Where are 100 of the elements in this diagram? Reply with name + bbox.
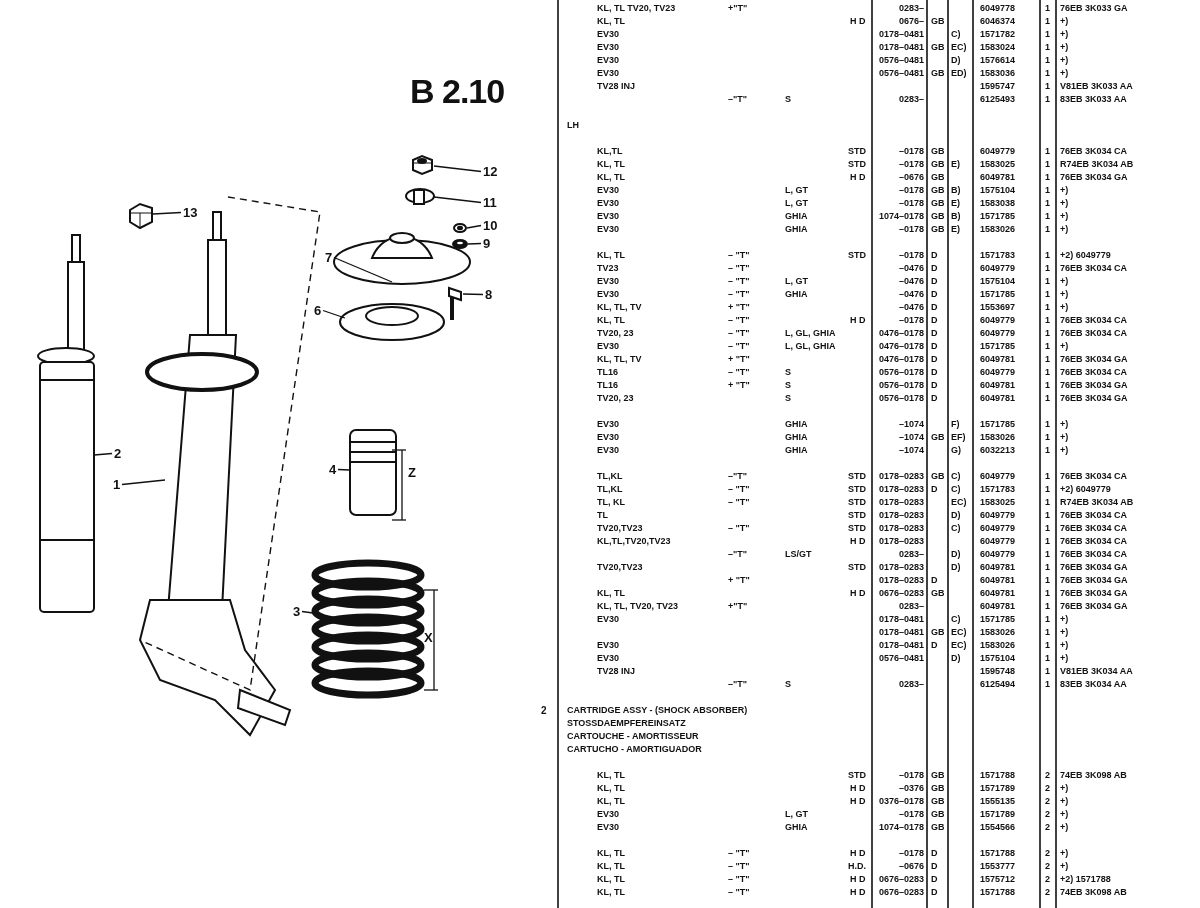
date-range: –0178 — [899, 159, 925, 170]
model-code: EV30 — [597, 614, 620, 625]
quantity: 2 — [1045, 874, 1050, 885]
leader-line — [301, 610, 314, 614]
part-number: 6049778 — [980, 3, 1016, 14]
part-number: 1554566 — [980, 822, 1016, 833]
remark: +) — [1060, 445, 1069, 456]
leader-line — [337, 468, 351, 471]
callout-number: 7 — [324, 250, 334, 265]
note-code: D) — [951, 653, 961, 664]
date-range: –0178 — [899, 146, 925, 157]
date-range: 0178–0283 — [879, 523, 925, 534]
model-code: EV30 — [597, 224, 620, 235]
remark: +) — [1060, 627, 1069, 638]
model-code: TV28 INJ — [597, 666, 636, 677]
part-number: 6049781 — [980, 588, 1016, 599]
market-code: D — [931, 302, 938, 313]
quantity: 1 — [1045, 263, 1050, 274]
remark: +) — [1060, 68, 1069, 79]
part-number: 6049779 — [980, 471, 1016, 482]
trim-level: L, GT — [785, 198, 808, 209]
model-code: EV30 — [597, 341, 620, 352]
market-code: GB — [931, 42, 945, 53]
trim-level: L, GL, GHIA — [785, 328, 836, 339]
remark: +) — [1060, 185, 1069, 196]
page-code-heading: B 2.10 — [410, 72, 505, 111]
suspension-type: STD — [848, 770, 866, 781]
part-number: 1583025 — [980, 497, 1016, 508]
note-code: EF) — [951, 432, 966, 443]
date-range: 0178–0481 — [879, 29, 925, 40]
note-code: EC) — [951, 497, 967, 508]
suspension-type: STD — [848, 471, 866, 482]
suspension-type: H D — [850, 172, 866, 183]
model-code: KL, TL — [597, 887, 625, 898]
model-code: KL, TL — [597, 848, 625, 859]
suspension-type: H D — [850, 887, 866, 898]
part-number: 6049779 — [980, 523, 1016, 534]
part-description: STOSSDAEMPFEREINSATZ — [567, 718, 686, 729]
part-number: 1595747 — [980, 81, 1016, 92]
part-number: 1571785 — [980, 289, 1016, 300]
trim-level: GHIA — [785, 432, 808, 443]
option-marker: + "T" — [728, 354, 750, 365]
date-range: 0676–0283 — [879, 588, 925, 599]
part-number: 1571788 — [980, 887, 1016, 898]
trim-level: S — [785, 94, 791, 105]
quantity: 1 — [1045, 419, 1050, 430]
trim-level: S — [785, 367, 791, 378]
market-code: D — [931, 367, 938, 378]
part-description: LH — [567, 120, 579, 131]
quantity: 1 — [1045, 198, 1050, 209]
option-marker: – "T" — [728, 315, 750, 326]
quantity: 1 — [1045, 575, 1050, 586]
note-code: B) — [951, 185, 961, 196]
quantity: 1 — [1045, 341, 1050, 352]
date-range: –0178 — [899, 198, 925, 209]
quantity: 1 — [1045, 484, 1050, 495]
coil-spring-drawing — [311, 559, 425, 699]
model-code: TV20, 23 — [597, 328, 634, 339]
remark: R74EB 3K034 AB — [1060, 497, 1134, 508]
market-code: D — [931, 640, 938, 651]
part-description: CARTOUCHE - AMORTISSEUR — [567, 731, 699, 742]
leader-line — [433, 196, 482, 204]
model-code: KL, TL — [597, 250, 625, 261]
date-range: 0576–0178 — [879, 380, 925, 391]
model-code: KL, TL — [597, 172, 625, 183]
model-code: KL, TL — [597, 16, 625, 27]
option-marker: –"T" — [728, 549, 748, 560]
quantity: 1 — [1045, 94, 1050, 105]
remark: +2) 1571788 — [1060, 874, 1111, 885]
note-code: EC) — [951, 627, 967, 638]
quantity: 2 — [1045, 848, 1050, 859]
quantity: 1 — [1045, 679, 1050, 690]
quantity: 1 — [1045, 3, 1050, 14]
option-marker: + "T" — [728, 575, 750, 586]
item-number: 2 — [541, 705, 547, 716]
part-number: 1571782 — [980, 29, 1016, 40]
model-code: KL, TL — [597, 861, 625, 872]
date-range: –0676 — [899, 861, 925, 872]
model-code: KL, TL — [597, 783, 625, 794]
quantity: 1 — [1045, 16, 1050, 27]
suspension-type: H D — [850, 536, 866, 547]
date-range: –0476 — [899, 289, 925, 300]
date-range: 0576–0178 — [879, 367, 925, 378]
model-code: KL, TL — [597, 796, 625, 807]
quantity: 1 — [1045, 42, 1050, 53]
remark: +2) 6049779 — [1060, 484, 1111, 495]
model-code: TV20, 23 — [597, 393, 634, 404]
quantity: 1 — [1045, 68, 1050, 79]
date-range: –0178 — [899, 848, 925, 859]
note-code: C) — [951, 29, 961, 40]
quantity: 1 — [1045, 510, 1050, 521]
market-code: GB — [931, 16, 945, 27]
model-code: TV23 — [597, 263, 619, 274]
market-code: D — [931, 380, 938, 391]
trim-level: L, GT — [785, 276, 808, 287]
part-number: 1575104 — [980, 276, 1016, 287]
date-range: –0178 — [899, 315, 925, 326]
model-code: TV28 INJ — [597, 81, 636, 92]
model-code: TL, KL — [597, 497, 625, 508]
model-code: EV30 — [597, 68, 620, 79]
